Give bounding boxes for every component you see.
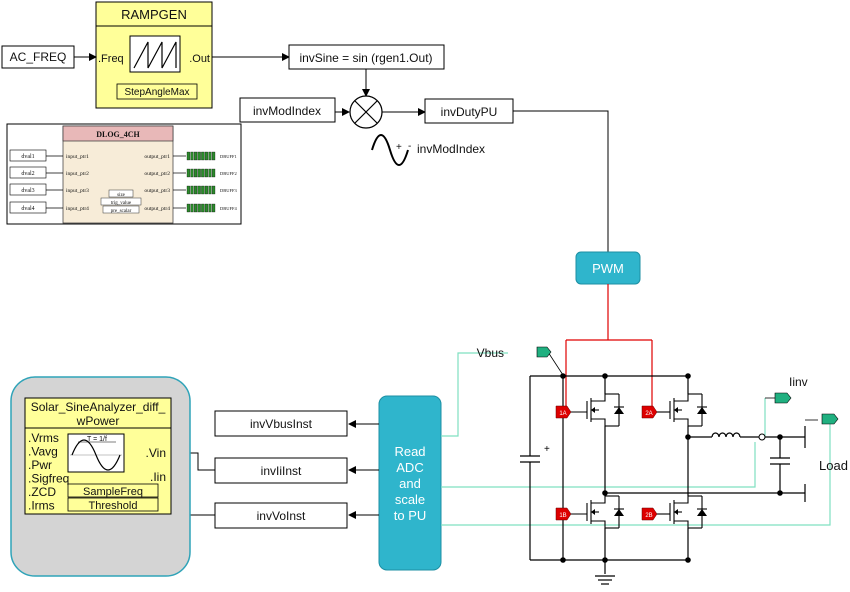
dlog-buffer-label: DBUFF3 bbox=[220, 188, 238, 193]
dlog-param-prescalar: pre_scalar bbox=[111, 209, 132, 214]
adc-label-line: and bbox=[399, 476, 421, 491]
rampgen-param: StepAngleMax bbox=[124, 87, 189, 98]
analyzer-wave-label: T = 1/f bbox=[87, 436, 107, 443]
dlog-dval-label: dval2 bbox=[21, 171, 34, 177]
dlog-channel-row: dval2 input_ptr2 output_ptr2 DBUFF2 bbox=[9, 166, 237, 179]
mosfet-switch: 1A bbox=[555, 393, 624, 427]
vbus-label: Vbus bbox=[477, 346, 504, 360]
analyzer-output-port: .Pwr bbox=[28, 458, 52, 472]
dlog-dval-label: dval4 bbox=[21, 206, 34, 212]
mosfet-switch: 1B bbox=[555, 495, 624, 529]
pwm-label: PWM bbox=[592, 261, 624, 276]
inv-duty-pu-label: invDutyPU bbox=[441, 105, 498, 119]
dlog-output-label: output_ptr3 bbox=[144, 188, 170, 194]
dlog-input-label: input_ptr1 bbox=[66, 154, 89, 160]
sine-analyzer-block[interactable]: Solar_SineAnalyzer_diff_ wPower .Vrms.Va… bbox=[10, 376, 191, 577]
ac-freq-label: AC_FREQ bbox=[10, 50, 67, 64]
dlog-input-label: input_ptr2 bbox=[66, 171, 89, 177]
inv-ii-inst-box[interactable]: invIiInst bbox=[214, 457, 348, 484]
analyzer-param-samplefreq: SampleFreq bbox=[83, 486, 143, 498]
adc-label-line: to PU bbox=[394, 508, 427, 523]
mod-minus: - bbox=[408, 141, 411, 152]
analyzer-vin-port: .Vin bbox=[146, 446, 166, 460]
inv-sine-label: invSine = sin (rgen1.Out) bbox=[299, 51, 432, 65]
analyzer-output-port: .Irms bbox=[28, 499, 55, 513]
analyzer-output-port: .ZCD bbox=[28, 485, 56, 499]
rampgen-freq-port: .Freq bbox=[98, 53, 124, 65]
inv-mod-index-label: invModIndex bbox=[253, 104, 321, 118]
dlog-output-label: output_ptr2 bbox=[144, 171, 170, 177]
dlog-title: DLOG_4CH bbox=[96, 130, 140, 139]
sine-wave-icon bbox=[371, 134, 409, 166]
ac-freq-box[interactable]: AC_FREQ bbox=[1, 45, 75, 69]
mod-plus: + bbox=[396, 142, 402, 153]
inv-ii-inst-label: invIiInst bbox=[261, 464, 302, 478]
junction-dots bbox=[560, 373, 783, 563]
gate-tag: 2A bbox=[641, 405, 658, 419]
analyzer-output-port: .Sigfreq bbox=[28, 472, 69, 486]
gate-tag-label: 2B bbox=[645, 513, 652, 519]
gate-tag: 1A bbox=[555, 405, 572, 419]
dlog-buffer-icon bbox=[186, 168, 216, 178]
dlog-buffer-label: DBUFF1 bbox=[220, 154, 237, 159]
dlog-buffer-icon bbox=[186, 151, 216, 161]
analyzer-title-1: Solar_SineAnalyzer_diff_ bbox=[31, 400, 166, 414]
mosfet-switch: 2A bbox=[641, 393, 707, 427]
current-sense-node bbox=[758, 433, 766, 441]
iinv-probe-icon bbox=[765, 392, 792, 404]
dlog-output-label: output_ptr4 bbox=[144, 206, 170, 212]
dlog-buffer-label: DBUFF4 bbox=[220, 206, 238, 211]
dlog-input-label: input_ptr4 bbox=[66, 206, 89, 212]
vbus-probe-icon bbox=[536, 346, 564, 376]
mod-index-range-label: invModIndex bbox=[417, 142, 485, 156]
iinv-label: Iinv bbox=[789, 375, 808, 389]
gate-tag: 2B bbox=[641, 507, 658, 521]
adc-label-line: scale bbox=[395, 492, 425, 507]
dlog-dval-label: dval3 bbox=[21, 188, 34, 194]
analyzer-iin-port: .Iin bbox=[150, 470, 166, 484]
multiplier-icon bbox=[349, 95, 383, 129]
gate-tag: 1B bbox=[555, 507, 572, 521]
inv-vbus-inst-label: invVbusInst bbox=[250, 417, 313, 431]
analyzer-output-port: .Vrms bbox=[28, 431, 59, 445]
dlog-buffer-label: DBUFF2 bbox=[220, 171, 237, 176]
rampgen-block[interactable]: RAMPGEN .Freq .Out StepAngleMax bbox=[95, 1, 213, 109]
dlog-channel-row: dval1 input_ptr1 output_ptr1 DBUFF1 bbox=[9, 149, 237, 162]
load-probe-icon bbox=[805, 413, 839, 425]
inv-duty-pu-box[interactable]: invDutyPU bbox=[424, 98, 514, 124]
adc-label-line: ADC bbox=[396, 460, 423, 475]
gate-tag-label: 1B bbox=[559, 513, 566, 519]
inv-vo-inst-label: invVoInst bbox=[257, 509, 306, 523]
inv-sine-box[interactable]: invSine = sin (rgen1.Out) bbox=[288, 44, 445, 70]
svg-text:+: + bbox=[544, 444, 550, 455]
adc-label-line: Read bbox=[394, 444, 425, 459]
dlog-param-trig: trig_value bbox=[111, 201, 132, 206]
mosfet-switch: 2B bbox=[641, 495, 707, 529]
inv-vo-inst-box[interactable]: invVoInst bbox=[214, 502, 348, 529]
inv-vbus-inst-box[interactable]: invVbusInst bbox=[214, 410, 348, 437]
analyzer-param-threshold: Threshold bbox=[89, 500, 138, 512]
load-label: Load bbox=[819, 458, 848, 473]
inv-mod-index-box[interactable]: invModIndex bbox=[239, 97, 336, 123]
dlog-buffer-icon bbox=[186, 203, 216, 213]
dlog-channel-row: dval3 input_ptr3 output_ptr3 DBUFF3 bbox=[9, 183, 238, 196]
gate-tag-label: 1A bbox=[559, 411, 566, 417]
analyzer-title-2: wPower bbox=[76, 414, 120, 428]
analyzer-output-port: .Vavg bbox=[28, 445, 58, 459]
dlog-channel-row: dval4 input_ptr4 output_ptr4 DBUFF4 bbox=[9, 201, 238, 214]
inverter-power-stage: + bbox=[520, 375, 806, 585]
pwm-block[interactable]: PWM bbox=[575, 251, 641, 285]
rampgen-title: RAMPGEN bbox=[121, 7, 187, 22]
dlog-buffer-icon bbox=[186, 185, 216, 195]
dlog-dval-label: dval1 bbox=[21, 154, 34, 160]
dlog-output-label: output_ptr1 bbox=[144, 154, 170, 160]
rampgen-out-port: .Out bbox=[189, 53, 210, 65]
gate-tag-label: 2A bbox=[645, 411, 652, 417]
dlog-param-size: size bbox=[117, 193, 126, 198]
dlog-input-label: input_ptr3 bbox=[66, 188, 89, 194]
